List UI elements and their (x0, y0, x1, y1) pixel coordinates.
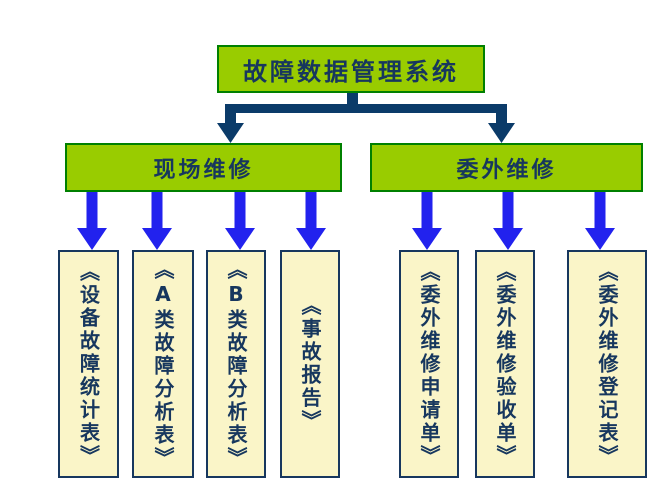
branch-node-outsourced: 委外维修 (370, 143, 643, 192)
leaf-node-label: 《B类故障分析表》 (224, 258, 248, 470)
root-node-label: 故障数据管理系统 (243, 56, 459, 86)
branch-node-onsite-label: 现场维修 (153, 156, 254, 183)
down-arrow-icon (77, 192, 107, 250)
leaf-node-class-b-fault-analysis: 《B类故障分析表》 (206, 250, 266, 478)
down-arrow-icon (296, 192, 326, 250)
leaf-node-label: 《委外维修验收单》 (493, 260, 517, 468)
branch-node-onsite: 现场维修 (65, 143, 342, 192)
down-arrow-icon (585, 192, 615, 250)
root-node: 故障数据管理系统 (217, 45, 485, 93)
leaf-node-outsourced-repair-register: 《委外维修登记表》 (567, 250, 647, 478)
branch-node-outsourced-label: 委外维修 (456, 156, 557, 183)
leaf-node-class-a-fault-analysis: 《A类故障分析表》 (132, 250, 194, 478)
down-arrow-icon (412, 192, 442, 250)
leaf-node-label: 《委外维修登记表》 (595, 260, 619, 468)
leaf-node-label: 《A类故障分析表》 (151, 258, 175, 470)
root-branch-connector (217, 93, 515, 143)
leaf-node-outsourced-repair-acceptance: 《委外维修验收单》 (475, 250, 535, 478)
down-arrow-icon (225, 192, 255, 250)
leaf-node-label: 《委外维修申请单》 (417, 260, 441, 468)
leaf-node-outsourced-repair-application: 《委外维修申请单》 (399, 250, 459, 478)
down-arrow-icon (142, 192, 172, 250)
leaf-node-label: 《设备故障统计表》 (76, 260, 101, 468)
leaf-node-accident-report: 《事故报告》 (280, 250, 340, 478)
leaf-node-equipment-fault-statistics: 《设备故障统计表》 (58, 250, 119, 478)
leaf-node-label: 《事故报告》 (298, 295, 322, 433)
down-arrow-icon (493, 192, 523, 250)
